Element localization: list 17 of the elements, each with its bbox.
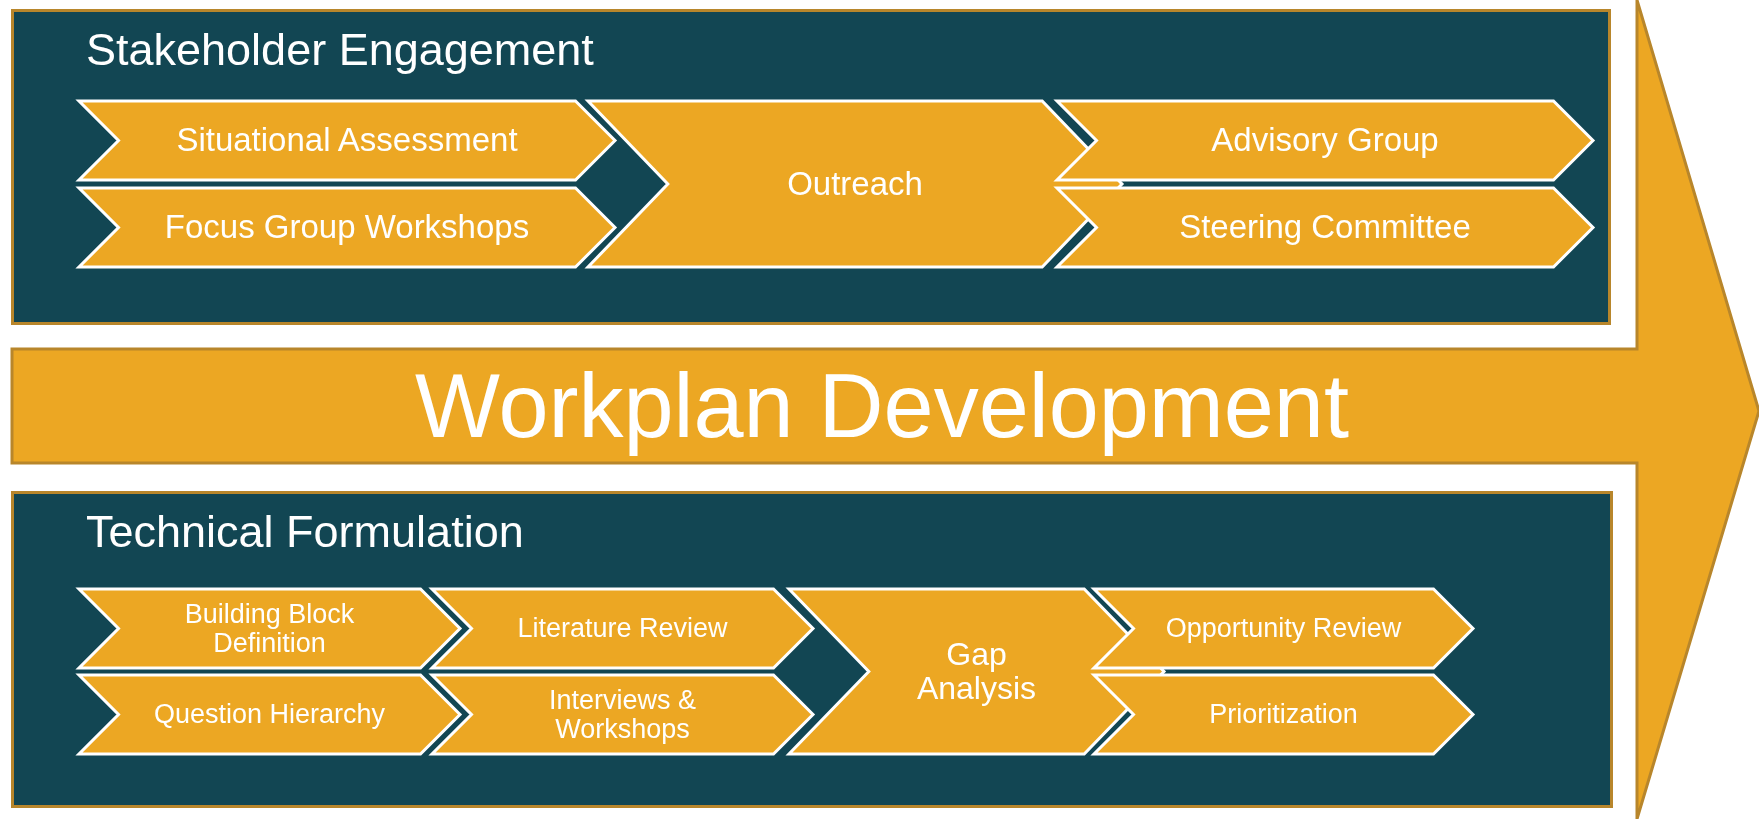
chevron-label: Interviews & Workshops bbox=[547, 686, 698, 743]
panel bbox=[11, 9, 1611, 325]
chevron-label: Prioritization bbox=[1209, 700, 1358, 729]
chevron-label: Question Hierarchy bbox=[153, 700, 386, 729]
panel-title: Technical Formulation bbox=[86, 506, 524, 558]
chevron-label: Gap Analysis bbox=[915, 637, 1038, 706]
panel bbox=[11, 491, 1613, 808]
chevron-label: Advisory Group bbox=[1211, 123, 1439, 158]
arrow-label: Workplan Development bbox=[414, 354, 1350, 458]
chevron-label: Situational Assessment bbox=[176, 123, 518, 158]
chevron-label: Focus Group Workshops bbox=[164, 210, 530, 245]
chevron-label: Literature Review bbox=[517, 614, 728, 643]
chevron-label: Steering Committee bbox=[1179, 210, 1471, 245]
chevron-label: Opportunity Review bbox=[1165, 614, 1402, 643]
chevron-label: Outreach bbox=[787, 166, 923, 202]
panel-title: Stakeholder Engagement bbox=[86, 24, 594, 76]
chevron-label: Building Block Definition bbox=[183, 600, 356, 657]
